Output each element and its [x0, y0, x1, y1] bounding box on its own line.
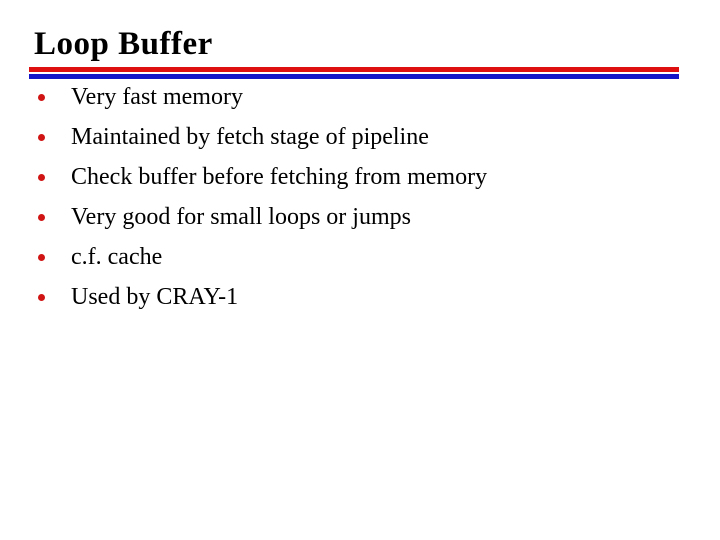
bullet-item-text: Check buffer before fetching from memory [71, 163, 488, 190]
list-item: Very good for small loops or jumps [38, 197, 487, 237]
list-item: Check buffer before fetching from memory [38, 157, 487, 197]
bullet-icon [38, 253, 45, 261]
list-item: c.f. cache [38, 237, 487, 277]
bullet-icon [38, 173, 45, 181]
bullet-icon [38, 133, 45, 141]
slide-title: Loop Buffer [34, 26, 213, 62]
list-item: Used by CRAY-1 [38, 277, 487, 317]
bullet-icon [38, 93, 45, 101]
bullet-item-text: Maintained by fetch stage of pipeline [71, 123, 429, 150]
list-item: Very fast memory [38, 77, 487, 117]
bullet-item-text: Used by CRAY-1 [71, 283, 239, 310]
bullet-icon [38, 213, 45, 221]
bullet-list: Very fast memory Maintained by fetch sta… [38, 77, 487, 317]
bullet-item-text: c.f. cache [71, 243, 163, 270]
title-rule-blue [29, 74, 679, 79]
title-rule-red [29, 67, 679, 72]
list-item: Maintained by fetch stage of pipeline [38, 117, 487, 157]
bullet-icon [38, 293, 45, 301]
bullet-item-text: Very good for small loops or jumps [71, 203, 411, 230]
bullet-item-text: Very fast memory [71, 83, 243, 110]
